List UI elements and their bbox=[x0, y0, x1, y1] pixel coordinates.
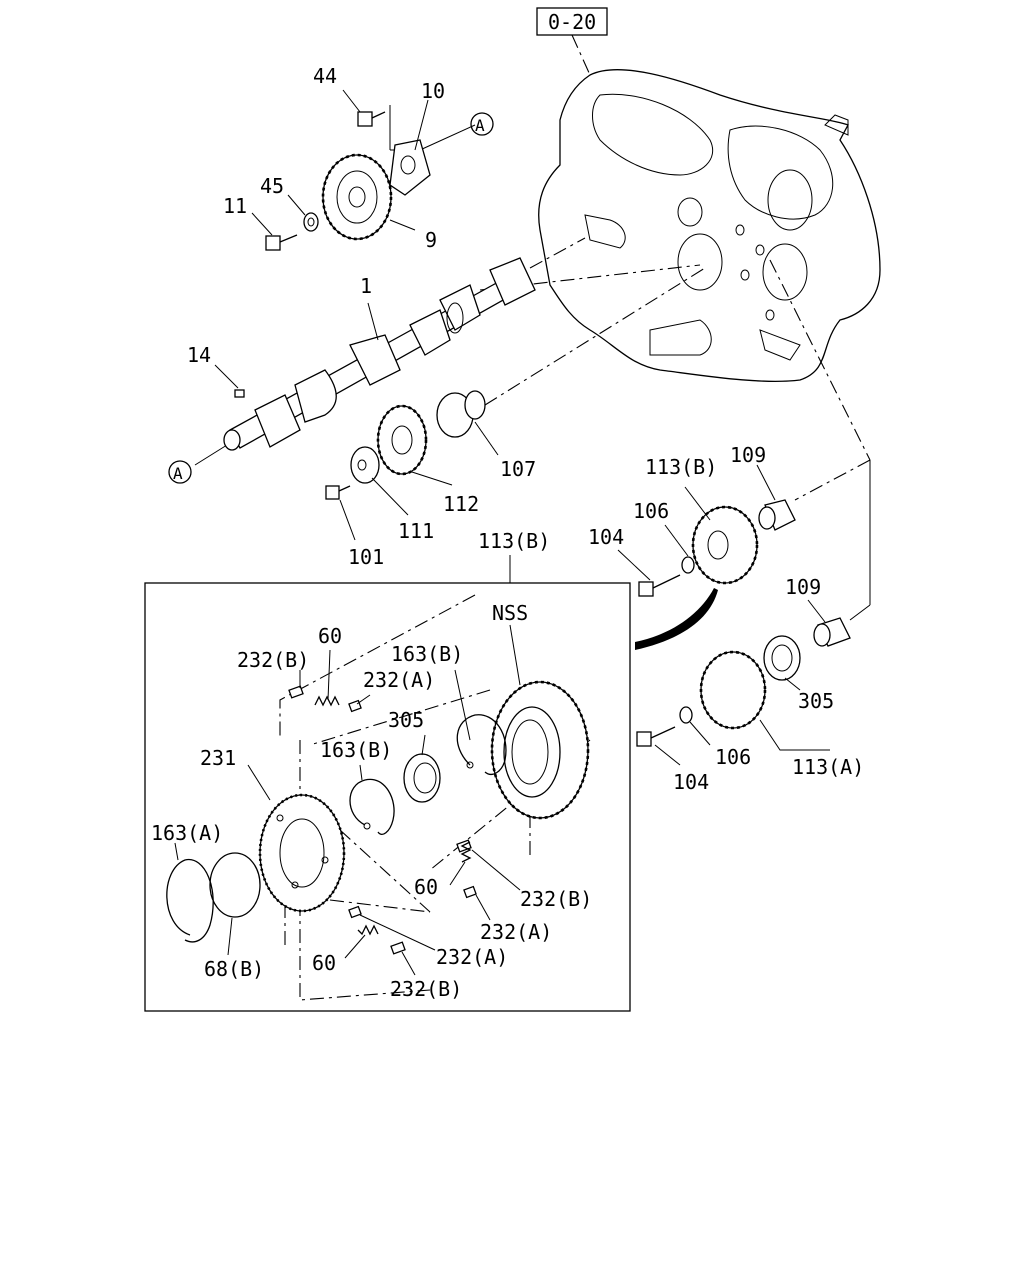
label-9: 9 bbox=[425, 228, 437, 252]
label-106-bottom: 106 bbox=[715, 745, 751, 769]
label-60-low: 60 bbox=[312, 951, 336, 975]
label-109-mid: 109 bbox=[785, 575, 821, 599]
washer-45 bbox=[303, 212, 319, 232]
bearing-305-right bbox=[763, 635, 801, 681]
label-113a: 113(A) bbox=[792, 755, 864, 779]
label-nss: NSS bbox=[492, 601, 528, 625]
bolt-44 bbox=[357, 111, 386, 127]
bolt-11 bbox=[265, 234, 298, 251]
snap-ring-163b-mid bbox=[349, 778, 395, 835]
label-109-top: 109 bbox=[730, 443, 766, 467]
camshaft-gear bbox=[321, 153, 393, 241]
bushing-109-mid bbox=[813, 617, 851, 647]
label-232b-low: 232(B) bbox=[390, 977, 462, 1001]
label-113b-top: 113(B) bbox=[645, 455, 717, 479]
bushing-109-top bbox=[758, 499, 796, 531]
washer-106-top bbox=[681, 556, 695, 574]
reference-box: 0-20 bbox=[536, 7, 608, 76]
label-45: 45 bbox=[260, 174, 284, 198]
thrust-washer-111 bbox=[350, 446, 380, 484]
label-232a-top: 232(A) bbox=[363, 668, 435, 692]
part-labels: 44 10 45 11 9 1 14 107 112 111 101 113(B… bbox=[151, 64, 864, 1001]
label-113b-inset: 113(B) bbox=[478, 529, 550, 553]
bolt-104-bottom bbox=[636, 726, 676, 747]
label-112: 112 bbox=[443, 492, 479, 516]
circle-marker-left-label: A bbox=[173, 464, 183, 483]
label-111: 111 bbox=[398, 519, 434, 543]
label-305-inset: 305 bbox=[388, 708, 424, 732]
scissor-gear-231 bbox=[258, 793, 346, 913]
label-44: 44 bbox=[313, 64, 337, 88]
label-11: 11 bbox=[223, 194, 247, 218]
idler-gear-112 bbox=[376, 404, 428, 476]
label-101: 101 bbox=[348, 545, 384, 569]
idler-gear-113a bbox=[699, 650, 767, 730]
idler-shaft-107 bbox=[436, 390, 486, 438]
label-14: 14 bbox=[187, 343, 211, 367]
label-106-top: 106 bbox=[633, 499, 669, 523]
leader-lines bbox=[174, 89, 830, 976]
ring-68b bbox=[209, 852, 261, 918]
label-163b-top: 163(B) bbox=[391, 642, 463, 666]
label-10: 10 bbox=[421, 79, 445, 103]
washer-106-bottom bbox=[679, 706, 693, 724]
camshaft bbox=[223, 257, 536, 451]
idler-gear-113b-top bbox=[691, 505, 759, 585]
circle-marker-left: A bbox=[168, 460, 192, 484]
snap-ring-163b-top bbox=[456, 714, 507, 775]
label-163b-mid: 163(B) bbox=[320, 738, 392, 762]
label-305-right: 305 bbox=[798, 689, 834, 713]
springs-and-pins bbox=[288, 685, 477, 955]
bearing-305-inset bbox=[403, 753, 441, 803]
label-68b: 68(B) bbox=[204, 957, 264, 981]
label-231: 231 bbox=[200, 746, 236, 770]
thrust-plate bbox=[389, 139, 431, 196]
snap-ring-163a bbox=[166, 859, 214, 943]
spur-gear-nss bbox=[490, 680, 590, 820]
arrow-curve bbox=[635, 588, 718, 650]
label-232b-top: 232(B) bbox=[237, 648, 309, 672]
label-60-top: 60 bbox=[318, 624, 342, 648]
label-104-top: 104 bbox=[588, 525, 624, 549]
circle-marker-top: A bbox=[470, 112, 494, 136]
circle-marker-top-label: A bbox=[475, 116, 485, 135]
label-104-bottom: 104 bbox=[673, 770, 709, 794]
label-232a-mid: 232(A) bbox=[480, 920, 552, 944]
label-163a: 163(A) bbox=[151, 821, 223, 845]
label-60-mid: 60 bbox=[414, 875, 438, 899]
label-107: 107 bbox=[500, 457, 536, 481]
label-232b-mid: 232(B) bbox=[520, 887, 592, 911]
label-1: 1 bbox=[360, 274, 372, 298]
timing-case-housing bbox=[538, 69, 881, 382]
key-14 bbox=[234, 389, 245, 398]
bolt-104-top bbox=[638, 574, 681, 597]
label-232a-low: 232(A) bbox=[436, 945, 508, 969]
bolt-101 bbox=[325, 485, 351, 500]
reference-box-label: 0-20 bbox=[548, 10, 596, 34]
